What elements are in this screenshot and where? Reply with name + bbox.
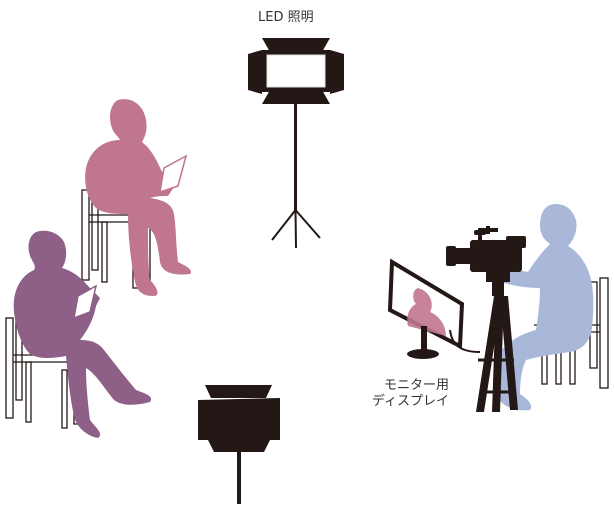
- video-camera-tripod-icon: [446, 226, 526, 412]
- led-light-bottom-icon: [198, 385, 280, 504]
- blue-camera-operator-icon: [497, 204, 609, 411]
- led-light-label: LED 照明: [258, 10, 314, 25]
- monitor-label-line1: モニター用: [383, 378, 449, 393]
- purple-seated-person-icon: [5, 230, 152, 438]
- led-light-top-icon: [248, 38, 344, 249]
- monitor-display-label: モニター用 ディスプレイ: [372, 378, 449, 410]
- monitor-label-line2: ディスプレイ: [371, 394, 449, 409]
- monitor-display-icon: [387, 258, 481, 359]
- pink-seated-person-icon: [81, 99, 192, 297]
